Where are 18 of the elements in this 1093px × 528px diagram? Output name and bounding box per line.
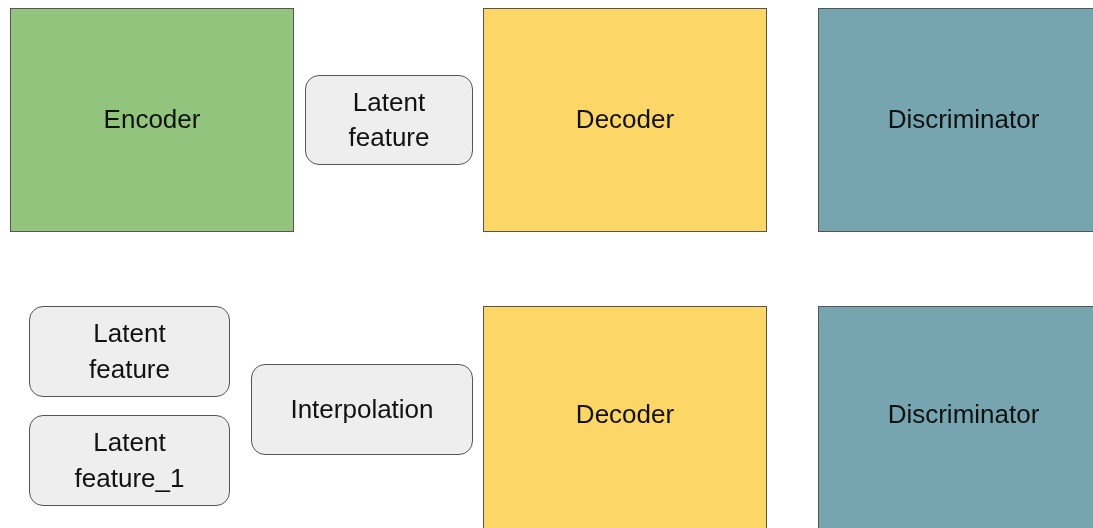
node-label: Decoder bbox=[575, 103, 675, 137]
node-label: Decoder bbox=[575, 397, 675, 431]
node-label: Discriminator bbox=[887, 103, 1040, 137]
node-label: Latent feature bbox=[88, 317, 171, 386]
feature-box bbox=[305, 75, 473, 165]
discriminator-block bbox=[818, 8, 1093, 232]
node-label: Discriminator bbox=[887, 397, 1040, 431]
feature-box bbox=[29, 415, 230, 506]
feature-box bbox=[29, 306, 230, 397]
discriminator-block bbox=[818, 306, 1093, 528]
decoder-block bbox=[483, 8, 767, 232]
node-label: Interpolation bbox=[290, 392, 434, 426]
node-label: Encoder bbox=[103, 103, 201, 137]
node-label: Latent feature bbox=[347, 85, 431, 154]
decoder-block bbox=[483, 306, 767, 528]
interpolation-box bbox=[251, 364, 473, 455]
node-label: Latent feature_1 bbox=[73, 426, 186, 495]
encoder-block bbox=[10, 8, 294, 232]
